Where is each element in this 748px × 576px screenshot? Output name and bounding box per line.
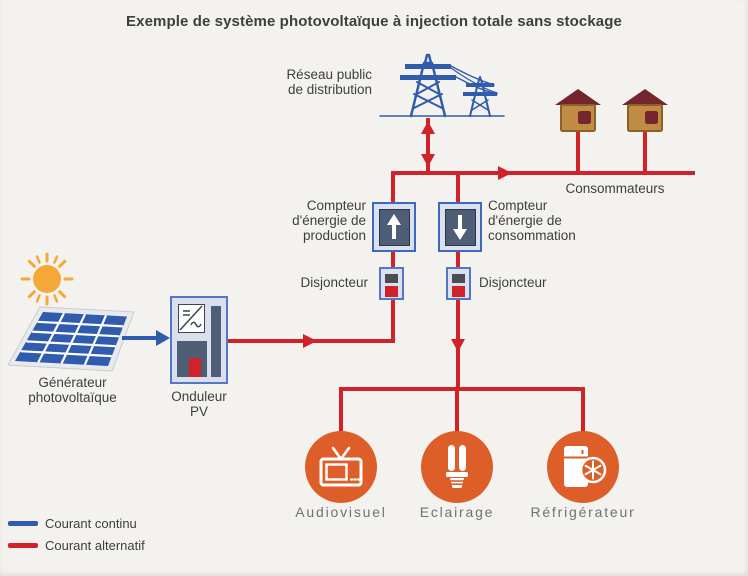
production-meter-label-3: production xyxy=(302,227,366,243)
flow-arrow-to-loads xyxy=(451,339,465,352)
wire-drop-tv xyxy=(339,389,343,433)
inverter-label-2: PV xyxy=(189,403,208,419)
legend-ac-swatch xyxy=(8,543,38,548)
appliance-circle-audiovisual xyxy=(305,431,377,503)
wire-production-bottom xyxy=(391,298,395,343)
consumption-meter-label-1: Compteur xyxy=(488,198,548,213)
pv-generator-label: Générateur photovoltaïque xyxy=(5,375,140,406)
grid-label-line1: Réseau public xyxy=(286,67,372,82)
cfl-bulb-icon xyxy=(446,445,468,488)
breaker-right-label: Disjoncteur xyxy=(479,275,547,290)
dc-flow-arrow xyxy=(156,330,170,346)
grid-arrow-down xyxy=(421,154,435,167)
breaker-right-icon xyxy=(446,267,471,300)
grid-label-line2: de distribution xyxy=(287,81,372,97)
appliance-label-refrigerator: Réfrigérateur xyxy=(530,504,636,520)
flow-arrow-from-inverter xyxy=(303,334,317,348)
pv-generator-label-2: photovoltaïque xyxy=(28,389,117,405)
legend-ac-label: Courant alternatif xyxy=(45,538,145,553)
grid-label: Réseau public de distribution xyxy=(260,67,372,98)
appliance-circle-refrigerator xyxy=(547,431,619,503)
consumption-meter-label-2: d'énergie de xyxy=(488,212,562,228)
down-arrow-icon xyxy=(444,208,476,246)
appliance-label-lighting: Eclairage xyxy=(419,504,495,520)
wire-main-bus xyxy=(391,171,695,175)
diagram-title: Exemple de système photovoltaïque à inje… xyxy=(126,13,622,30)
tv-icon xyxy=(319,446,363,487)
wire-consumption-top xyxy=(456,173,460,204)
fridge-icon xyxy=(564,446,607,487)
inverter-box xyxy=(170,296,228,384)
legend-dc-swatch xyxy=(8,521,38,526)
pv-generator-label-1: Générateur xyxy=(38,375,107,390)
wire-grid-link xyxy=(426,118,430,173)
sun-icon xyxy=(20,252,74,306)
wire-drop-lamp xyxy=(455,391,459,433)
consumption-meter-box xyxy=(438,202,482,252)
wire-drop-fridge xyxy=(581,389,585,433)
inverter-bar-icon xyxy=(211,306,221,377)
legend-dc: Courant continu xyxy=(8,516,137,531)
dc-wire xyxy=(122,336,158,340)
wire-house-2 xyxy=(643,131,647,173)
solar-panel-icon xyxy=(7,306,135,372)
wire-consumption-mid xyxy=(456,250,460,269)
legend-ac: Courant alternatif xyxy=(8,538,145,553)
house-icon xyxy=(622,89,668,132)
inverter-label-1: Onduleur xyxy=(171,389,227,404)
wire-distribution-bar xyxy=(339,387,585,391)
transmission-towers-icon xyxy=(379,53,505,118)
consumption-meter-label-3: consommation xyxy=(488,227,576,243)
production-meter-label-2: d'énergie de xyxy=(292,212,366,228)
consumption-meter-label: Compteur d'énergie de consommation xyxy=(488,198,600,244)
appliance-circle-lighting xyxy=(421,431,493,503)
grid-arrow-up xyxy=(421,121,435,134)
production-meter-label-1: Compteur xyxy=(306,198,366,213)
appliance-label-audiovisual: Audiovisuel xyxy=(295,504,387,520)
production-meter-label: Compteur d'énergie de production xyxy=(288,198,366,244)
flow-arrow-to-consumers xyxy=(498,166,512,180)
legend-dc-label: Courant continu xyxy=(45,516,137,531)
wire-production-mid xyxy=(391,250,395,269)
consumers-label: Consommateurs xyxy=(565,181,665,196)
breaker-left-icon xyxy=(379,267,404,300)
dc-ac-symbol-icon xyxy=(178,304,205,333)
wire-production-top xyxy=(391,173,395,204)
wire-house-1 xyxy=(576,131,580,173)
house-icon xyxy=(555,89,601,132)
up-arrow-icon xyxy=(378,208,410,246)
inverter-module-icon xyxy=(177,341,207,377)
production-meter-box xyxy=(372,202,416,252)
inverter-label: Onduleur PV xyxy=(160,389,238,420)
breaker-left-label: Disjoncteur xyxy=(300,275,368,290)
